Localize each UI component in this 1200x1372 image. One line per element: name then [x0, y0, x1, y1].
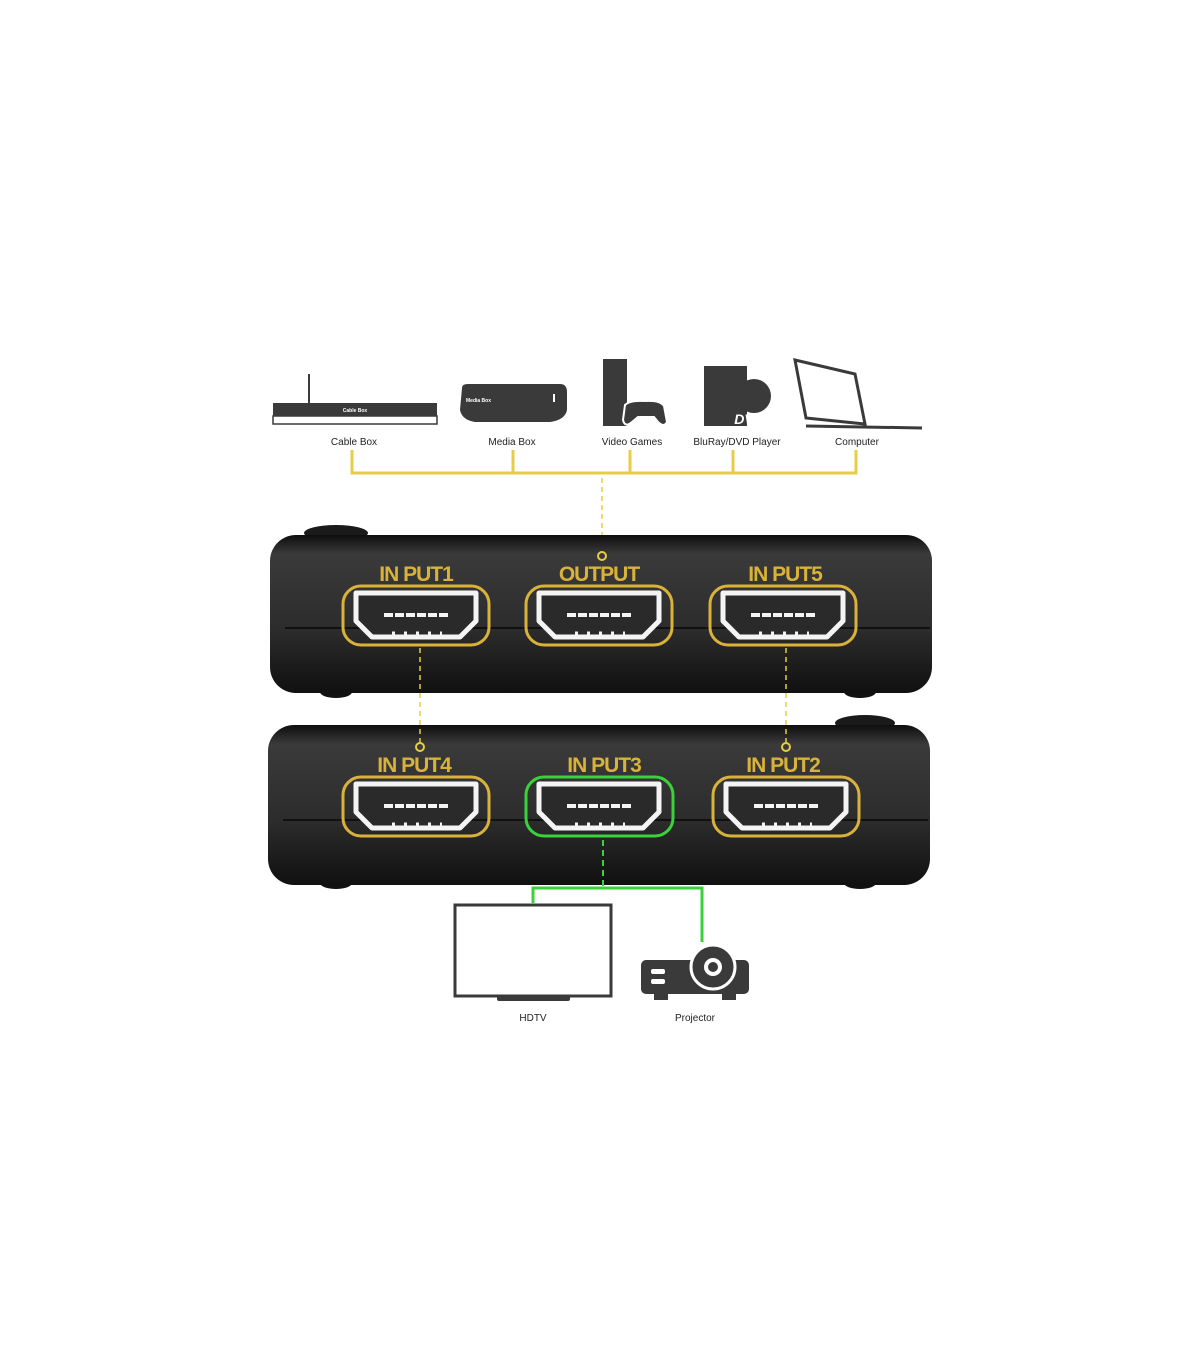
input-link-lines: [415, 648, 791, 752]
hdmi-port-input3-active: [524, 775, 675, 838]
hdmi-port-input5: [708, 584, 858, 647]
output-lines: [531, 840, 704, 942]
svg-text:Cable Box: Cable Box: [343, 408, 368, 414]
projector-icon: [641, 943, 749, 1000]
hdmi-port-output: [524, 584, 674, 647]
source-label-video-games: Video Games: [602, 437, 662, 448]
port-label-input3: IN PUT3: [567, 754, 641, 777]
display-label-hdtv: HDTV: [519, 1013, 547, 1024]
source-label-computer: Computer: [835, 437, 880, 448]
source-bus-lines: [350, 450, 858, 552]
hdmi-port-input1: [341, 584, 491, 647]
game-console-icon: [603, 359, 669, 426]
dvd-player-icon: DVD: [704, 366, 771, 427]
media-box-icon: Media Box: [460, 384, 567, 422]
hdmi-port-input2: [711, 775, 861, 838]
hdmi-port-input4: [341, 775, 491, 838]
source-label-cable-box: Cable Box: [331, 437, 377, 448]
display-label-projector: Projector: [675, 1013, 716, 1024]
svg-text:Media Box: Media Box: [466, 398, 491, 404]
tv-icon: [453, 903, 613, 1001]
port-label-input5: IN PUT5: [748, 563, 823, 586]
source-label-dvd: BluRay/DVD Player: [693, 437, 781, 448]
port-label-input4: IN PUT4: [377, 754, 452, 777]
cable-box-icon: Cable Box: [272, 374, 438, 425]
source-label-media-box: Media Box: [488, 437, 535, 448]
port-label-input1: IN PUT1: [379, 563, 454, 586]
port-label-output: OUTPUT: [559, 563, 641, 586]
laptop-icon: [793, 358, 923, 430]
port-label-input2: IN PUT2: [746, 754, 820, 777]
svg-text:DVD: DVD: [734, 411, 764, 427]
